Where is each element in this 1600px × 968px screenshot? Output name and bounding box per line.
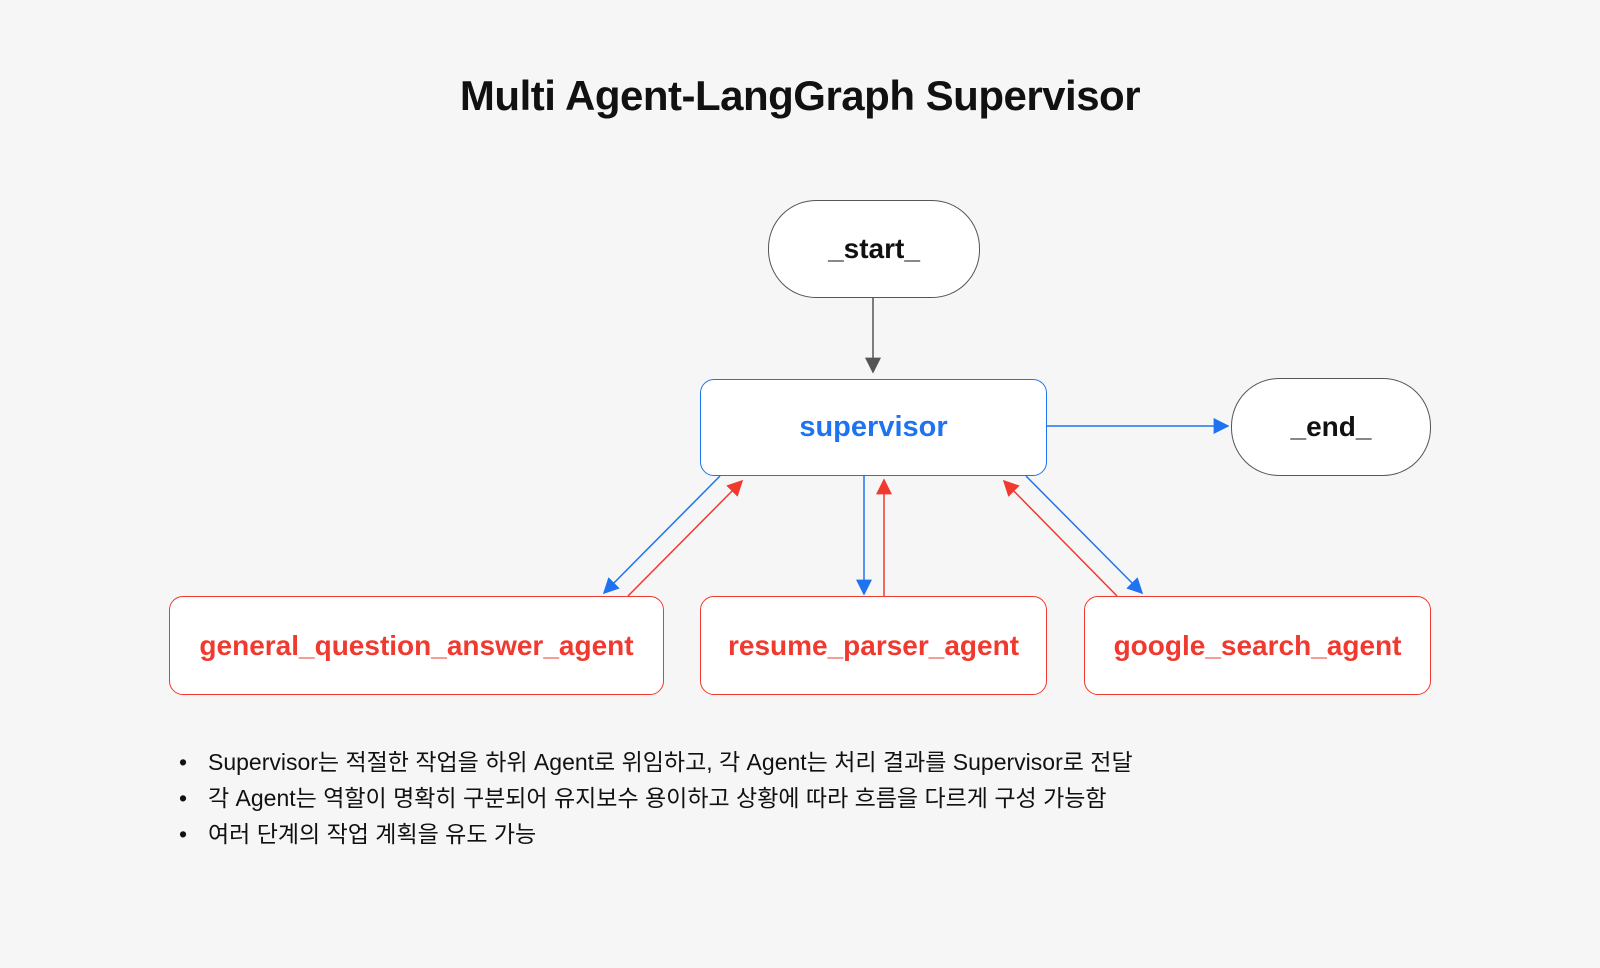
note-text: Supervisor는 적절한 작업을 하위 Agent로 위임하고, 각 Ag…: [208, 749, 1133, 775]
supervisor-node-label: supervisor: [799, 411, 948, 443]
end-node: _end_: [1231, 378, 1431, 476]
edge-supervisor-to-general-agent: [602, 475, 721, 595]
edge-supervisor-to-google-agent: [1025, 475, 1144, 595]
general-question-answer-agent-node: general_question_answer_agent: [169, 596, 664, 695]
diagram-title: Multi Agent-LangGraph Supervisor: [459, 72, 1141, 119]
end-node-label: _end_: [1290, 411, 1372, 442]
bullet-icon: •: [178, 749, 188, 775]
note-item: • 각 Agent는 역할이 명확히 구분되어 유지보수 용이하고 상황에 따라…: [178, 780, 1133, 816]
note-text: 여러 단계의 작업 계획을 유도 가능: [208, 821, 537, 847]
bullet-icon: •: [178, 785, 188, 811]
google-search-agent-node: google_search_agent: [1084, 596, 1431, 695]
resume-agent-label: resume_parser_agent: [727, 629, 1020, 661]
notes-list: • Supervisor는 적절한 작업을 하위 Agent로 위임하고, 각 …: [178, 744, 1133, 852]
note-text: 각 Agent는 역할이 명확히 구분되어 유지보수 용이하고 상황에 따라 흐…: [208, 785, 1107, 811]
note-item: • 여러 단계의 작업 계획을 유도 가능: [178, 816, 1133, 852]
google-agent-label: google_search_agent: [1113, 629, 1402, 661]
start-node: _start_: [768, 200, 980, 298]
bullet-icon: •: [178, 821, 188, 847]
note-item: • Supervisor는 적절한 작업을 하위 Agent로 위임하고, 각 …: [178, 744, 1133, 780]
general-agent-label: general_question_answer_agent: [199, 629, 634, 661]
supervisor-node: supervisor: [700, 379, 1047, 476]
start-node-label: _start_: [828, 233, 920, 264]
edge-google-agent-to-supervisor: [1002, 479, 1118, 597]
resume-parser-agent-node: resume_parser_agent: [700, 596, 1047, 695]
edge-general-agent-to-supervisor: [627, 479, 744, 597]
